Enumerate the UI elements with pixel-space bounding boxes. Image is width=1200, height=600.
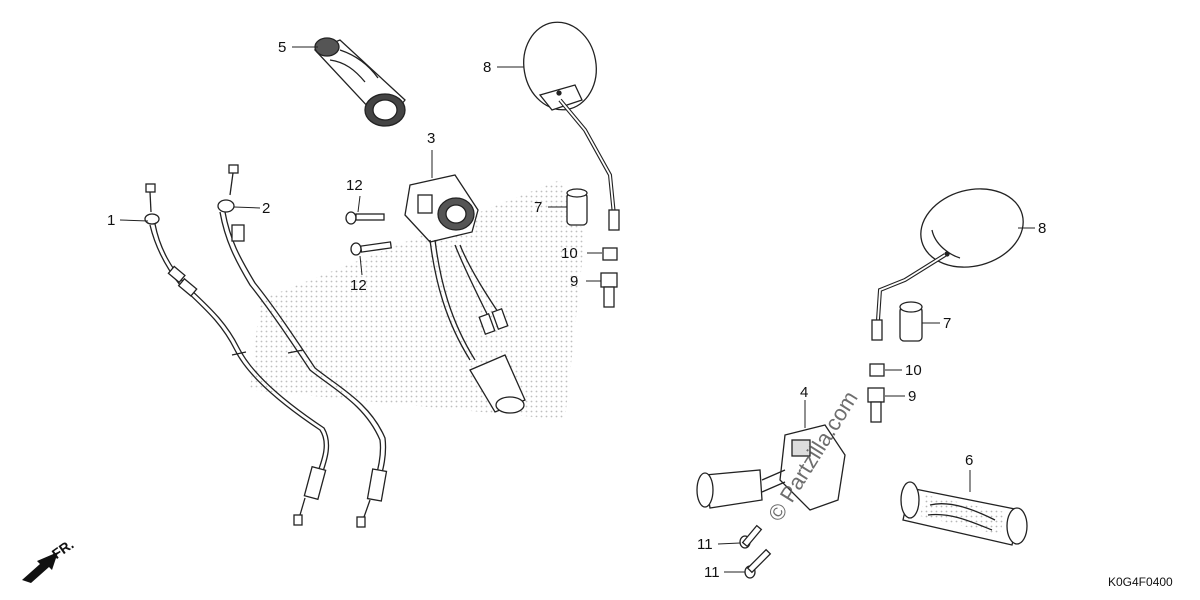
adaptor-part-9-left xyxy=(600,272,618,308)
left-switch-part-3 xyxy=(404,174,526,414)
callout-12-bottom: 12 xyxy=(350,277,367,294)
cap-part-7-left xyxy=(566,188,588,226)
callout-9-right: 9 xyxy=(908,388,917,405)
diagram-code: K0G4F0400 xyxy=(1108,575,1173,589)
callout-4: 4 xyxy=(800,384,809,401)
throttle-grip-part-5 xyxy=(313,37,406,127)
callout-8-right: 8 xyxy=(1038,220,1047,237)
callout-9-left: 9 xyxy=(570,273,579,290)
callout-2: 2 xyxy=(262,200,271,217)
nut-part-10-left xyxy=(602,247,618,261)
callout-11-top: 11 xyxy=(697,536,713,553)
screws-part-12 xyxy=(345,211,393,256)
throttle-cable-part-2 xyxy=(217,164,388,528)
callout-10-right: 10 xyxy=(905,362,922,379)
leader-lines xyxy=(119,46,1035,573)
callout-1: 1 xyxy=(107,212,116,229)
mirror-part-8-right xyxy=(871,188,1024,341)
cap-part-7-right xyxy=(899,301,923,342)
grip-part-6 xyxy=(900,481,1028,546)
adaptor-part-9-right xyxy=(867,387,885,423)
callout-12-top: 12 xyxy=(346,177,363,194)
mirror-part-8-left xyxy=(523,21,620,231)
callout-6: 6 xyxy=(965,452,974,469)
callout-7-left: 7 xyxy=(534,199,543,216)
screws-part-11 xyxy=(739,524,772,579)
callout-10-left: 10 xyxy=(561,245,578,262)
clutch-cable-part-1 xyxy=(144,183,330,526)
nut-part-10-right xyxy=(869,363,885,377)
right-switch-part-4 xyxy=(696,424,846,511)
callout-7-right: 7 xyxy=(943,315,952,332)
front-direction-arrow-icon xyxy=(22,552,58,583)
callout-5: 5 xyxy=(278,39,287,56)
callout-3: 3 xyxy=(427,130,436,147)
callout-8-left: 8 xyxy=(483,59,492,76)
callout-11-bottom: 11 xyxy=(704,564,720,581)
